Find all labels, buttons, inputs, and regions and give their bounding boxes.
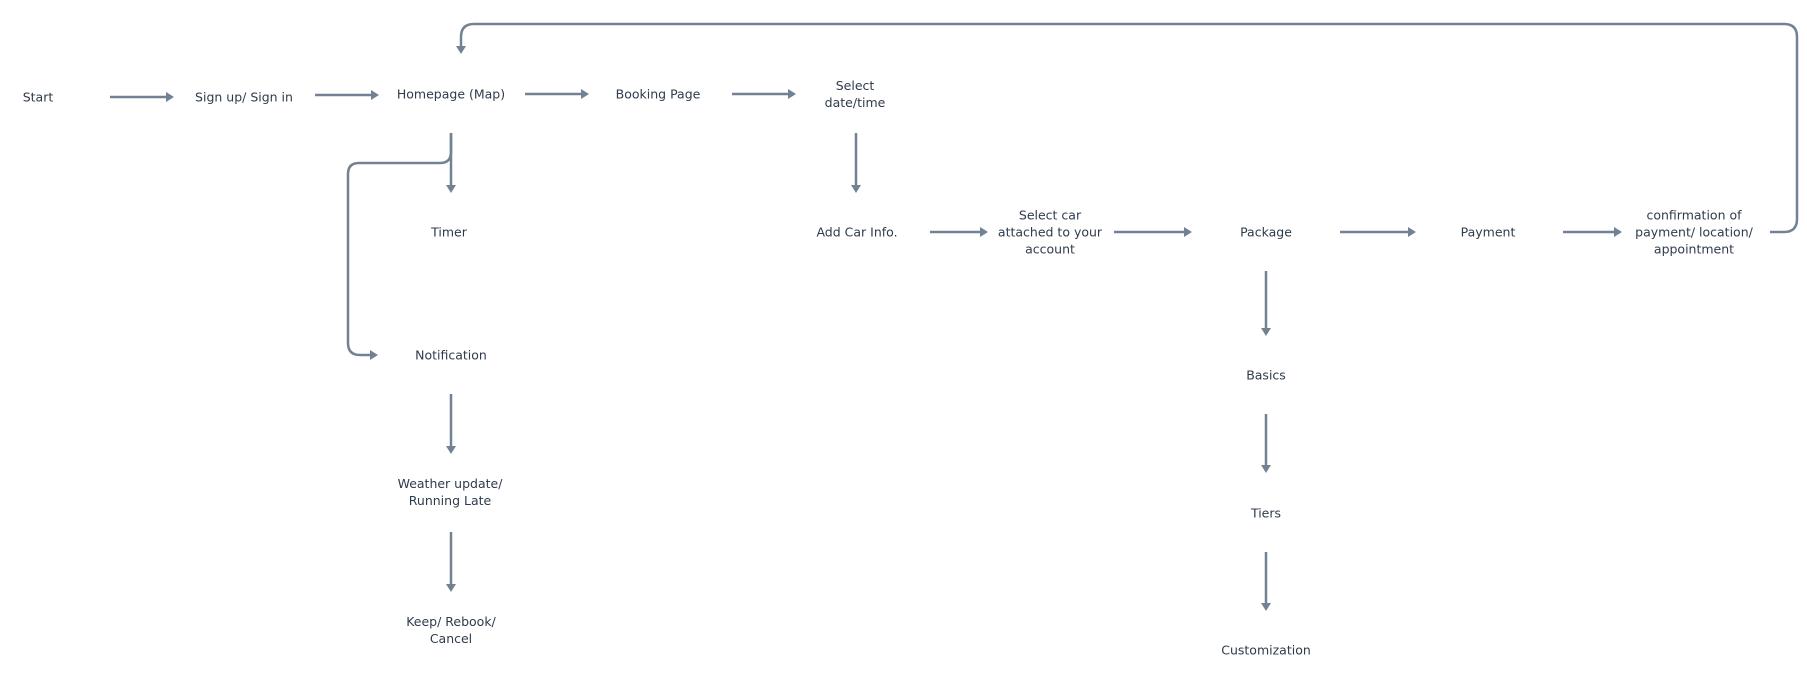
node-confirmation: confirmation of payment/ location/ appoi… (1635, 207, 1753, 257)
node-customization: Customization (1221, 642, 1311, 658)
edge-homepage-notification (346, 133, 453, 357)
edge-package-payment-arrowhead (1408, 227, 1416, 237)
node-start: Start (22, 89, 54, 105)
node-booking-page: Booking Page (615, 86, 701, 102)
edge-selectdate-addcar-arrowhead (851, 185, 861, 193)
edge-selectcar-package-arrowhead (1184, 227, 1192, 237)
node-signup-signin: Sign up/ Sign in (195, 89, 293, 105)
node-add-car-info: Add Car Info. (816, 224, 898, 240)
edge-basics-tiers-arrowhead (1261, 465, 1271, 473)
node-weather-update: Weather update/ Running Late (397, 476, 503, 508)
node-select-date-time: Select date/time (824, 78, 886, 110)
node-homepage-map: Homepage (Map) (396, 86, 506, 102)
edge-confirm-homepage-loop-arrowhead (456, 46, 466, 54)
node-basics: Basics (1246, 367, 1286, 383)
edge-homepage-timer-arrowhead (446, 185, 456, 193)
edge-payment-confirm-arrowhead (1614, 227, 1622, 237)
edge-confirm-homepage-loop (459, 22, 1799, 234)
edge-tiers-customization-arrowhead (1261, 603, 1271, 611)
node-package: Package (1240, 224, 1292, 240)
node-timer: Timer (431, 224, 467, 240)
node-select-car: Select car attached to your account (997, 207, 1103, 257)
edge-homepage-notification-arrowhead (370, 350, 378, 360)
edge-start-signup-arrowhead (166, 92, 174, 102)
edge-weather-keep-arrowhead (446, 584, 456, 592)
node-tiers: Tiers (1250, 505, 1282, 521)
edge-package-basics-arrowhead (1261, 328, 1271, 336)
edge-homepage-booking-arrowhead (581, 89, 589, 99)
node-notification: Notification (415, 347, 487, 363)
edge-addcar-selectcar-arrowhead (980, 227, 988, 237)
edge-signup-homepage-arrowhead (371, 90, 379, 100)
edge-booking-selectdate-arrowhead (788, 89, 796, 99)
node-keep-rebook-cancel: Keep/ Rebook/ Cancel (406, 614, 496, 646)
edge-notification-weather-arrowhead (446, 446, 456, 454)
node-payment: Payment (1460, 224, 1516, 240)
